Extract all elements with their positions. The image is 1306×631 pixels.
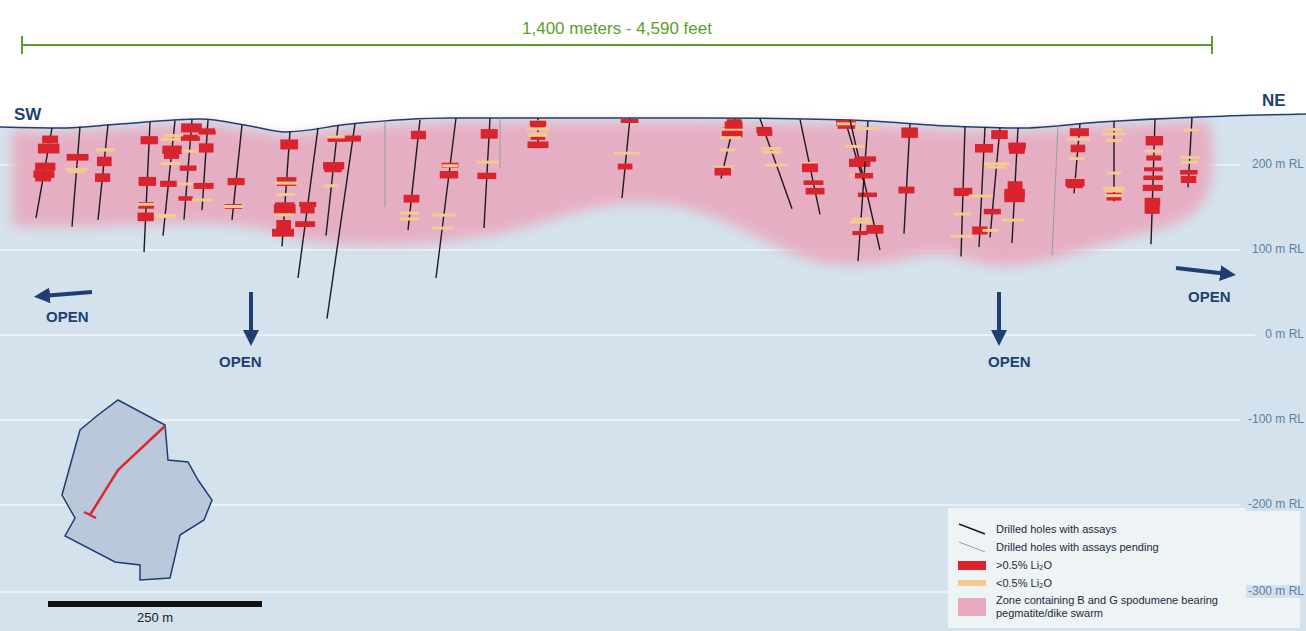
- drill-holes: [33, 117, 1199, 318]
- drill-hole: [154, 121, 185, 236]
- scale-bar-top: [22, 36, 1212, 54]
- legend-line-sample: [958, 540, 986, 554]
- open-label: OPEN: [988, 354, 1031, 371]
- drill-hole: [800, 119, 825, 214]
- open-label: OPEN: [219, 354, 262, 371]
- open-label: OPEN: [1188, 289, 1231, 306]
- drill-hole: [432, 118, 459, 278]
- direction-label: SW: [14, 106, 41, 125]
- drill-hole: [1065, 124, 1090, 194]
- extent-label: 1,400 meters - 4,590 feet: [522, 20, 712, 39]
- drill-hole: [898, 124, 917, 234]
- drill-hole: [476, 118, 499, 228]
- drill-hole: [178, 120, 201, 220]
- drill-hole: [500, 118, 501, 168]
- elevation-label: 100 m RL: [1250, 243, 1306, 256]
- elevation-label: -200 m RL: [1246, 498, 1306, 511]
- drill-hole: [526, 118, 550, 148]
- legend-box: Drilled holes with assaysDrilled holes w…: [948, 508, 1300, 628]
- elevation-label: 0 m RL: [1263, 328, 1306, 341]
- drill-hole: [1102, 121, 1126, 201]
- drill-hole: [192, 120, 216, 210]
- scale-bar-bottom: [48, 601, 262, 607]
- drill-hole: [1143, 119, 1163, 244]
- drill-hole: [66, 127, 89, 227]
- drill-hole: [95, 125, 115, 220]
- ground-surface: [0, 114, 1306, 132]
- open-label: OPEN: [46, 309, 89, 326]
- open-arrows: [42, 268, 1228, 338]
- drill-hole: [1052, 125, 1058, 255]
- scale-label: 250 m: [137, 611, 173, 625]
- legend-text: <0.5% Li₂O: [996, 577, 1052, 590]
- legend-swatch: [958, 598, 986, 616]
- drill-hole: [846, 120, 884, 250]
- legend-text: Drilled holes with assays pending: [996, 541, 1159, 554]
- drill-hole: [713, 118, 744, 178]
- legend-entry: Drilled holes with assays pending: [958, 538, 1300, 556]
- drill-hole: [1002, 128, 1026, 243]
- legend-text: Zone containing B and G spodumene bearin…: [996, 594, 1286, 619]
- drill-hole: [385, 122, 386, 207]
- drill-hole: [272, 131, 298, 246]
- legend-text: >0.5% Li₂O: [996, 559, 1052, 572]
- drill-hole: [295, 128, 318, 278]
- drill-hole: [1180, 117, 1199, 187]
- drill-hole: [137, 122, 158, 252]
- drill-hole: [614, 118, 640, 198]
- drill-hole: [323, 125, 346, 235]
- elevation-label: 200 m RL: [1250, 158, 1306, 171]
- drill-hole: [223, 125, 244, 220]
- ground: [0, 114, 1306, 631]
- location-inset-map: [62, 400, 212, 580]
- legend-entry: >0.5% Li₂O: [958, 556, 1300, 574]
- drill-hole: [400, 120, 426, 230]
- drill-hole: [850, 121, 878, 261]
- pegmatite-zone: [12, 121, 1213, 266]
- legend-entry: Drilled holes with assays: [958, 520, 1300, 538]
- drill-hole: [33, 128, 59, 218]
- elevation-label: -100 m RL: [1246, 413, 1306, 426]
- legend-line-sample: [958, 522, 986, 536]
- drill-hole: [327, 124, 361, 319]
- elevation-label: -300 m RL: [1246, 585, 1306, 598]
- drill-hole: [950, 126, 972, 256]
- legend-text: Drilled holes with assays: [996, 523, 1116, 536]
- direction-label: NE: [1262, 92, 1286, 111]
- drill-hole: [756, 119, 792, 209]
- legend-swatch: [958, 561, 986, 570]
- legend-swatch: [958, 580, 986, 586]
